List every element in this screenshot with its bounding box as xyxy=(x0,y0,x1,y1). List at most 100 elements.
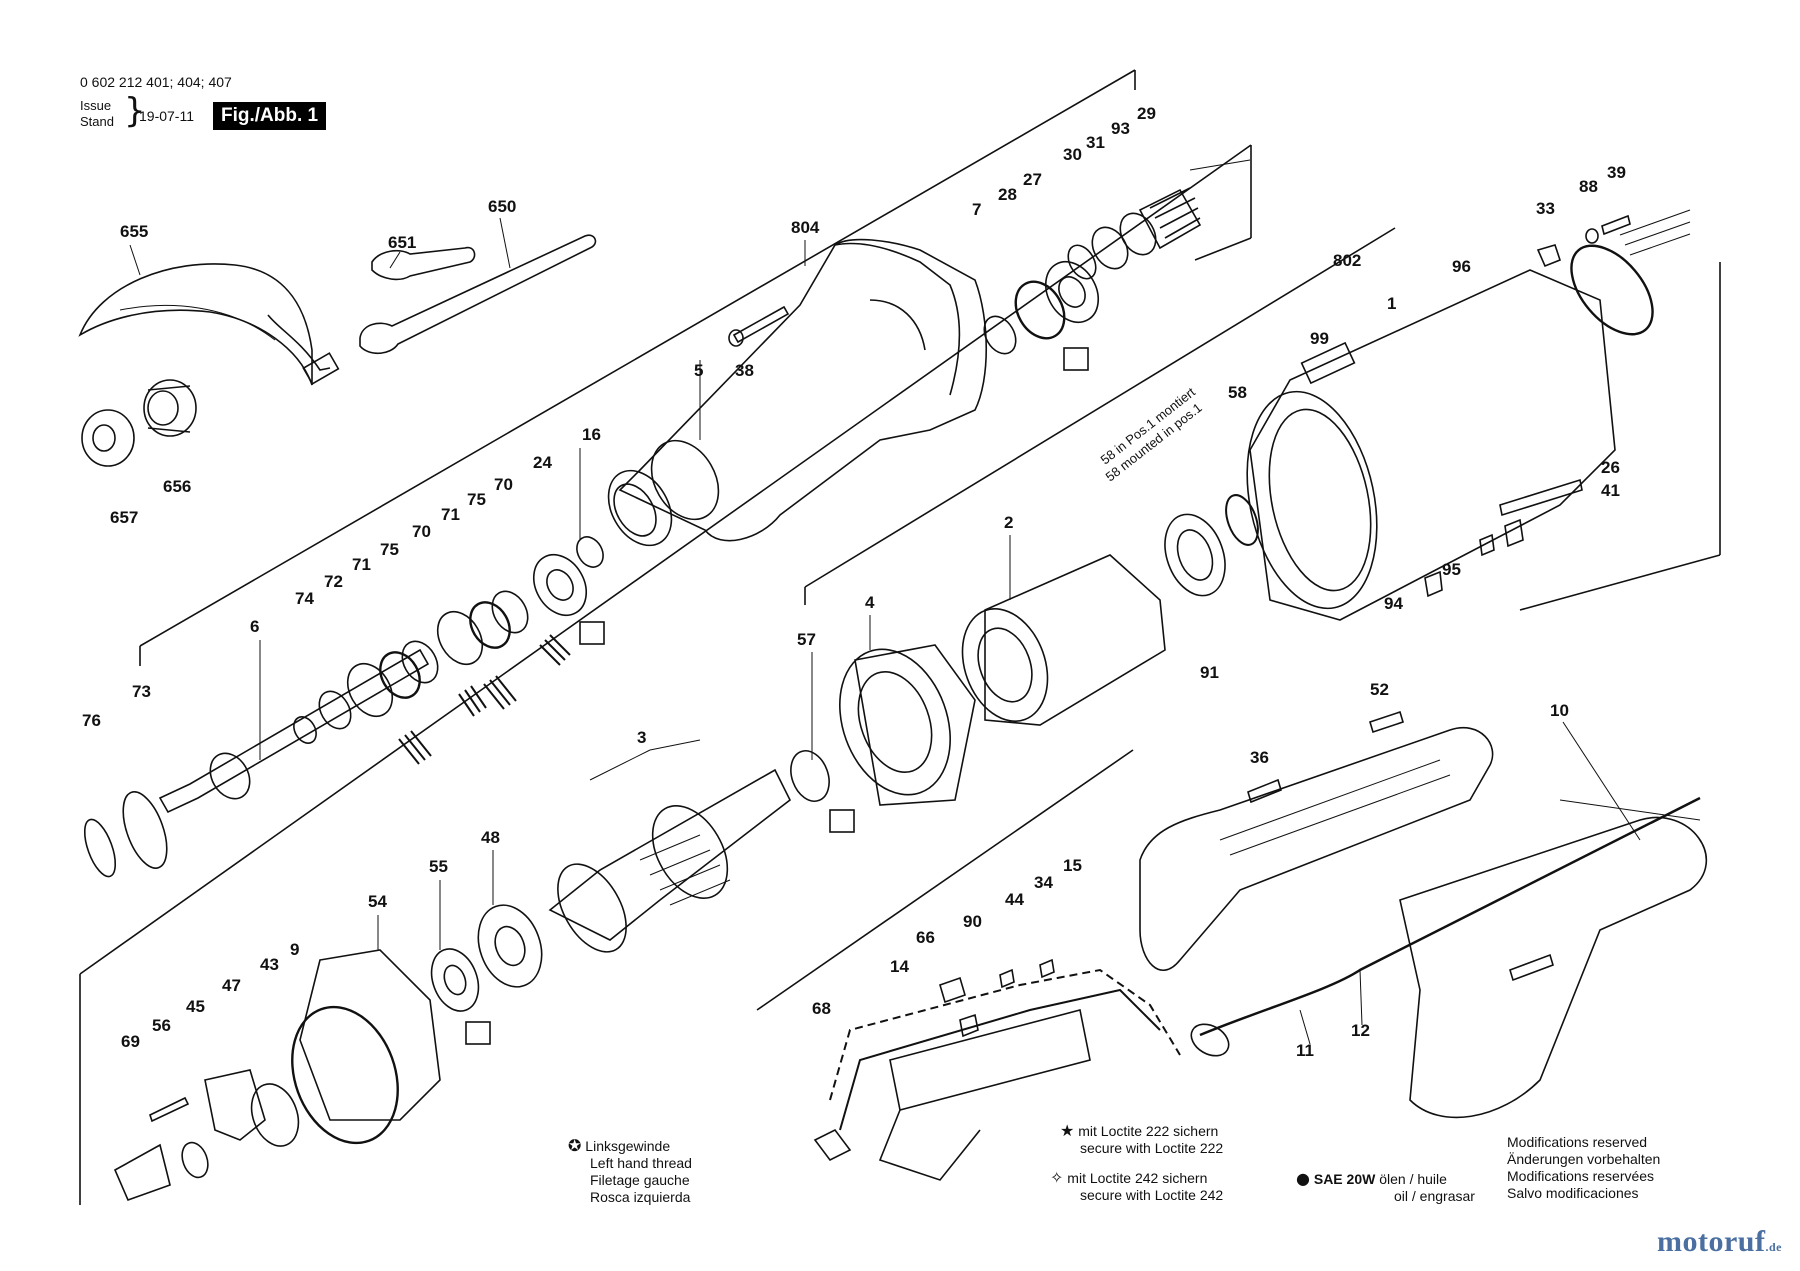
mods-fr: Modifications reservées xyxy=(1507,1168,1655,1184)
callout-74: 74 xyxy=(295,589,314,608)
ring-96 xyxy=(1570,244,1654,336)
washer-31 xyxy=(1091,226,1129,270)
spindle-6 xyxy=(158,648,430,814)
gear-housing-804 xyxy=(618,238,988,542)
note-lht-fr: Filetage gauche xyxy=(590,1172,690,1188)
ring-91 xyxy=(1164,513,1226,597)
callout-48: 48 xyxy=(481,828,500,847)
note-loctite-222: ★ mit Loctite 222 sichern secure with Lo… xyxy=(1060,1122,1223,1157)
callout-94: 94 xyxy=(1384,594,1403,613)
callout-70: 70 xyxy=(494,475,513,494)
callout-4: 4 xyxy=(865,593,875,612)
ring-45 xyxy=(181,1141,209,1179)
wrench-650 xyxy=(359,234,597,355)
callout-95: 95 xyxy=(1442,560,1461,579)
callout-1: 1 xyxy=(1387,294,1396,313)
star-outline-icon: ✧ xyxy=(1050,1168,1064,1187)
callout-99: 99 xyxy=(1310,329,1329,348)
callout-43: 43 xyxy=(260,955,279,974)
wheel-guard-655 xyxy=(78,263,313,386)
plate-26 xyxy=(1499,478,1583,517)
left-hand-thread-icon: ✪ xyxy=(568,1136,582,1155)
end-shield-54 xyxy=(299,949,441,1121)
note-left-hand-thread: ✪ Linksgewinde Left hand thread Filetage… xyxy=(568,1137,692,1206)
brace-glyph: } xyxy=(124,91,146,131)
callout-96: 96 xyxy=(1452,257,1471,276)
washer-72 xyxy=(318,690,352,730)
callout-14: 14 xyxy=(890,957,909,976)
callout-31: 31 xyxy=(1086,133,1105,152)
note-l222-en: secure with Loctite 222 xyxy=(1080,1140,1224,1156)
callout-9: 9 xyxy=(290,940,299,959)
washer-70b xyxy=(401,640,439,684)
callout-44: 44 xyxy=(1005,890,1024,909)
callout-24: 24 xyxy=(533,453,552,472)
callout-75: 75 xyxy=(467,490,486,509)
watermark-logo: motoruf.de xyxy=(1657,1225,1782,1259)
plug-68 xyxy=(813,1128,852,1162)
callout-27: 27 xyxy=(1023,170,1042,189)
note-lht-es: Rosca izquierda xyxy=(590,1189,691,1205)
callout-38: 38 xyxy=(735,361,754,380)
callout-2: 2 xyxy=(1004,513,1013,532)
shroud-4 xyxy=(839,648,951,796)
oring-58 xyxy=(1225,494,1259,546)
callout-47: 47 xyxy=(222,976,241,995)
oring-75b xyxy=(379,651,421,699)
bearing-plate-48 xyxy=(477,904,543,988)
screw-34 xyxy=(1039,958,1055,979)
callout-70b: 70 xyxy=(412,522,431,541)
wrench-651 xyxy=(371,246,476,281)
bearing-71b xyxy=(346,662,394,718)
screw-56 xyxy=(149,1096,190,1123)
boundary-line-upper xyxy=(139,69,1136,647)
issue-label: Issue xyxy=(80,98,112,113)
clip-33 xyxy=(1536,244,1561,268)
note-oil-de: ölen / huile xyxy=(1379,1171,1447,1187)
callout-76: 76 xyxy=(82,711,101,730)
callout-36: 36 xyxy=(1250,748,1269,767)
gear-29 xyxy=(1138,188,1202,250)
callout-28: 28 xyxy=(998,185,1017,204)
mods-de: Änderungen vorbehalten xyxy=(1507,1151,1661,1167)
ring-43 xyxy=(250,1083,300,1147)
stand-label: Stand xyxy=(80,114,114,129)
callout-57: 57 xyxy=(797,630,816,649)
callout-30: 30 xyxy=(1063,145,1082,164)
boundary-line-motor xyxy=(804,227,1396,588)
callout-69: 69 xyxy=(121,1032,140,1051)
callout-29: 29 xyxy=(1137,104,1156,123)
cap-69 xyxy=(113,1143,171,1202)
callout-33: 33 xyxy=(1536,199,1555,218)
screw-44 xyxy=(999,968,1015,989)
callout-75b: 75 xyxy=(380,540,399,559)
callout-45: 45 xyxy=(186,997,205,1016)
callout-68: 68 xyxy=(812,999,831,1018)
callout-15: 15 xyxy=(1063,856,1082,875)
callout-71b: 71 xyxy=(352,555,371,574)
note-lht-en: Left hand thread xyxy=(590,1155,692,1171)
issue-date: 19-07-11 xyxy=(139,108,195,124)
callout-41: 41 xyxy=(1601,481,1620,500)
oring-75 xyxy=(469,601,511,649)
callout-88: 88 xyxy=(1579,177,1598,196)
washer-70 xyxy=(491,590,529,634)
handle-cover xyxy=(1399,816,1708,1119)
part-numbers: 0 602 212 401; 404; 407 xyxy=(80,74,232,90)
stator-2 xyxy=(984,554,1166,726)
callout-6: 6 xyxy=(250,617,259,636)
issue-stand-label: Issue Stand xyxy=(80,98,114,130)
flange-nut-657 xyxy=(81,409,135,467)
callout-650: 650 xyxy=(488,197,516,216)
star-filled-icon: ★ xyxy=(1060,1121,1075,1140)
clamping-nut-656 xyxy=(143,379,197,437)
strain-relief-11 xyxy=(1190,1023,1230,1057)
callout-7: 7 xyxy=(972,200,981,219)
washer-93 xyxy=(1119,212,1157,256)
label-99 xyxy=(1300,341,1356,385)
callout-655: 655 xyxy=(120,222,148,241)
callout-58: 58 xyxy=(1228,383,1247,402)
switch-14 xyxy=(889,1009,1091,1111)
wire-15 xyxy=(829,968,1181,1101)
callout-3: 3 xyxy=(637,728,646,747)
